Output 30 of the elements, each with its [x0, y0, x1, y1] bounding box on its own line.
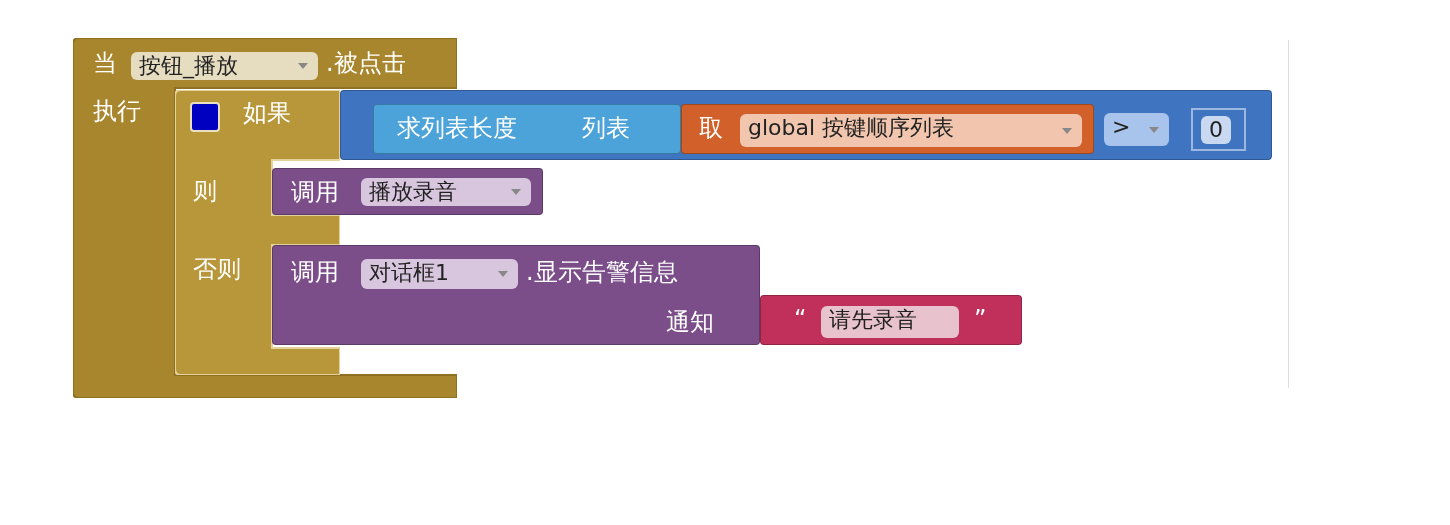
block-label: 则 — [193, 176, 217, 206]
list-length-block — [373, 104, 681, 154]
block-label: 通知 — [666, 307, 714, 337]
dropdown-field: 对话框1 — [361, 259, 518, 289]
text-block — [760, 295, 1022, 345]
block-label: .被点击 — [326, 48, 406, 78]
dropdown-field: 按钮_播放 — [131, 52, 318, 80]
block-label: 求列表长度 — [397, 113, 517, 143]
block-label: “ — [794, 304, 807, 334]
get-variable-block — [681, 104, 1094, 154]
dropdown-field: global 按键顺序列表 — [740, 114, 1082, 147]
block-label: 如果 — [243, 98, 291, 128]
block-label: 调用 — [291, 257, 339, 287]
number-block — [1191, 108, 1246, 151]
block-label: 否则 — [193, 254, 241, 284]
block-label: 执行 — [93, 96, 141, 126]
block-label: .显示告警信息 — [526, 257, 678, 287]
text-field: 请先录音 — [821, 306, 959, 338]
dropdown-field: > — [1104, 113, 1169, 146]
block-label: 取 — [699, 113, 723, 143]
number-field: 0 — [1201, 116, 1231, 144]
block-label: 调用 — [291, 177, 339, 207]
if-block — [175, 90, 340, 375]
call-block — [272, 168, 543, 215]
dropdown-field: 播放录音 — [361, 178, 531, 206]
compare-block — [340, 90, 1272, 160]
block-label: ” — [974, 304, 987, 334]
block-label: 当 — [93, 48, 117, 78]
block-label: 列表 — [582, 113, 630, 143]
call-block — [272, 245, 760, 345]
